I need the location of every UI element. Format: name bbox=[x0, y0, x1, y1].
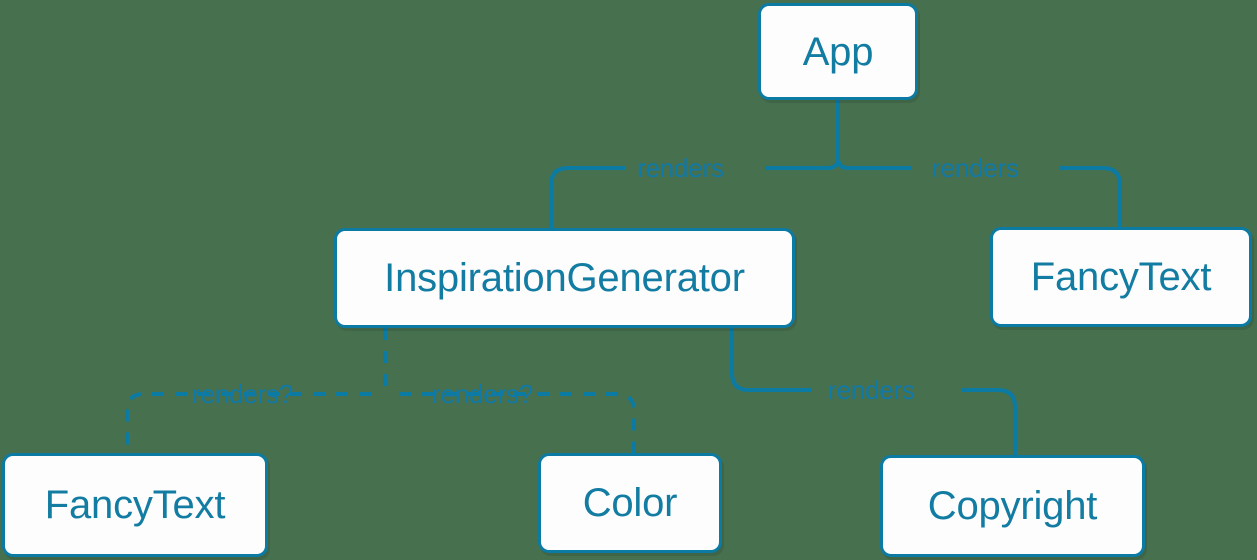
node-inspiration-generator-label: InspirationGenerator bbox=[384, 256, 745, 300]
edge-app-stem bbox=[836, 100, 912, 170]
edge-label-renders-inspiration-color: renders? bbox=[432, 379, 534, 409]
edge-inspiration-fancytext-dashed bbox=[125, 392, 371, 453]
edge-label-renders-inspiration-copyright: renders bbox=[828, 375, 915, 405]
edge-copyright-drop bbox=[962, 388, 1017, 455]
node-fancytext-right-label: FancyText bbox=[1030, 255, 1212, 299]
node-inspiration-generator[interactable]: InspirationGenerator bbox=[334, 228, 795, 328]
edge-label-renders-inspiration-fancytext: renders? bbox=[192, 379, 294, 409]
edge-label-renders-app-inspiration: renders bbox=[637, 153, 724, 183]
node-color-label: Color bbox=[582, 481, 678, 525]
edge-inspiration-color-dashed bbox=[399, 392, 636, 453]
node-fancytext-bottom[interactable]: FancyText bbox=[2, 453, 268, 557]
node-fancytext-bottom-label: FancyText bbox=[44, 483, 226, 527]
node-app-label: App bbox=[802, 29, 874, 74]
edge-app-stem-left bbox=[765, 157, 840, 170]
edge-app-fancytext bbox=[1060, 166, 1122, 227]
node-color[interactable]: Color bbox=[538, 453, 722, 553]
edge-label-renders-app-fancytext: renders bbox=[932, 153, 1019, 183]
node-copyright[interactable]: Copyright bbox=[880, 455, 1145, 557]
node-copyright-label: Copyright bbox=[927, 484, 1098, 528]
edge-inspiration-copyright bbox=[730, 328, 812, 392]
edge-app-inspiration bbox=[549, 166, 625, 228]
node-fancytext-right[interactable]: FancyText bbox=[990, 227, 1252, 327]
node-app[interactable]: App bbox=[758, 3, 918, 100]
